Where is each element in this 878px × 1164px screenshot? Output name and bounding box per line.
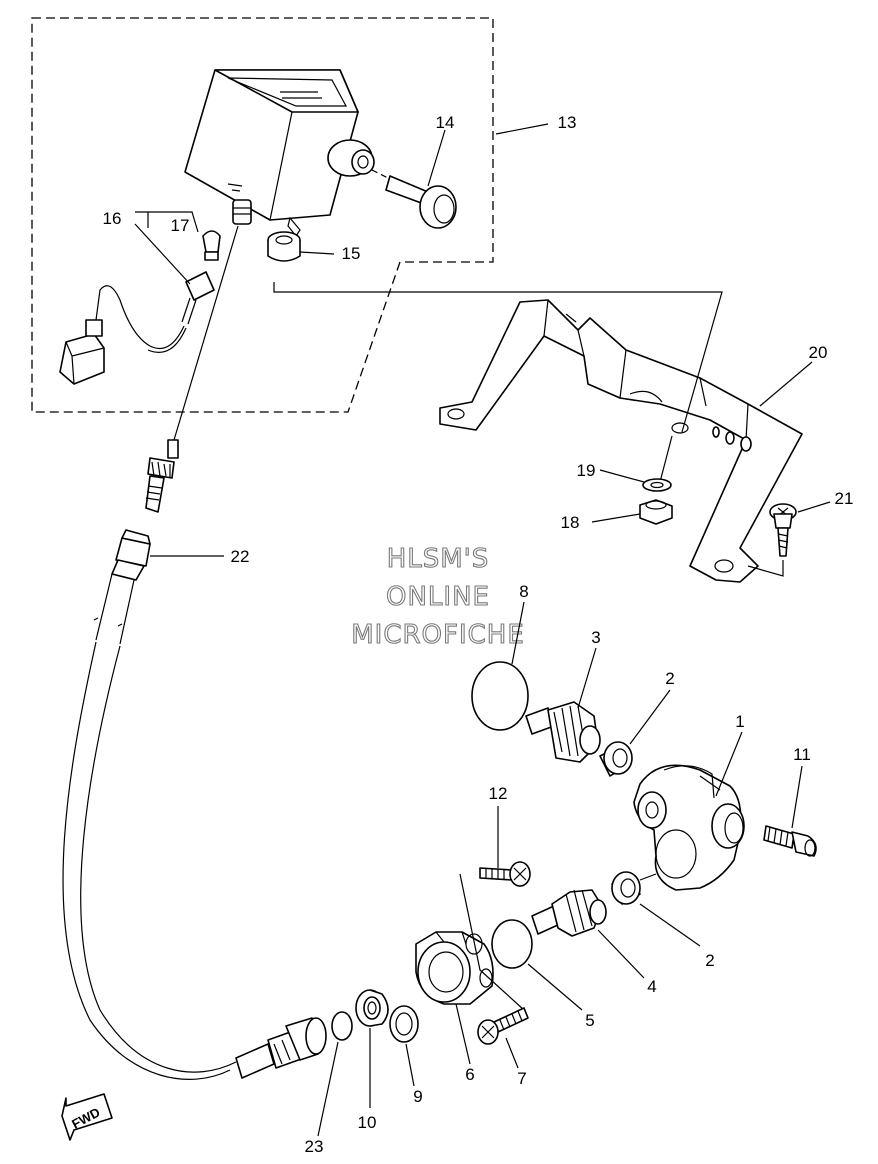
- cover-screw-upper: [479, 861, 531, 887]
- meter-lead-harness: [59, 271, 215, 385]
- callout-1: 1: [735, 712, 744, 731]
- callout-10: 10: [358, 1113, 377, 1132]
- callout-12: 12: [489, 784, 508, 803]
- drive-gear: [531, 889, 607, 937]
- reset-knob: [371, 169, 457, 229]
- callout-8: 8: [519, 582, 528, 601]
- callout-19: 19: [577, 461, 596, 480]
- watermark-line-3: MICROFICHE: [351, 620, 525, 650]
- o-ring-large: [471, 661, 529, 731]
- callout-numbers: 1 2 2 3 4 5 6 7 8 9 10 11 12 13 14 15 16…: [103, 113, 854, 1156]
- cable-o-ring: [331, 1011, 353, 1041]
- gear-cover: [415, 931, 494, 1005]
- callout-3: 3: [591, 628, 600, 647]
- bracket-screw: [747, 503, 797, 577]
- flange-nut: [639, 499, 673, 525]
- speedometer-cable: [62, 225, 327, 1080]
- callout-2-lower: 2: [705, 951, 714, 970]
- thrust-washer: [389, 1005, 419, 1043]
- callout-13: 13: [558, 113, 577, 132]
- leader-lines: [134, 123, 831, 1137]
- meter-bulb: [202, 230, 221, 261]
- forward-direction-arrow: FWD: [61, 1093, 113, 1141]
- meter-bracket: [439, 299, 803, 583]
- callout-5: 5: [585, 1011, 594, 1030]
- callout-15: 15: [342, 244, 361, 263]
- watermark: HLSM'S ONLINE MICROFICHE: [351, 543, 525, 650]
- callout-2-upper: 2: [665, 669, 674, 688]
- callout-21: 21: [835, 489, 854, 508]
- callout-18: 18: [561, 513, 580, 532]
- grommet: [267, 231, 301, 262]
- speedometer-meter: [184, 69, 375, 238]
- callout-4: 4: [647, 977, 656, 996]
- callout-6: 6: [465, 1065, 474, 1084]
- cover-screw-lower: [477, 1007, 529, 1045]
- callout-11: 11: [793, 745, 811, 764]
- callout-7: 7: [517, 1069, 526, 1088]
- assembly-group-outline: [31, 17, 494, 413]
- washer: [642, 478, 672, 492]
- callout-17: 17: [171, 216, 190, 235]
- watermark-line-1: HLSM'S: [387, 544, 490, 574]
- callout-16: 16: [103, 209, 122, 228]
- driven-gear: [525, 701, 601, 763]
- bushing-lower: [611, 871, 641, 905]
- oil-seal: [355, 989, 389, 1027]
- gear-housing: [633, 764, 745, 891]
- callout-22: 22: [231, 547, 250, 566]
- o-ring-small: [491, 919, 533, 969]
- housing-bolt: [763, 825, 817, 857]
- callout-20: 20: [809, 343, 828, 362]
- watermark-line-2: ONLINE: [386, 582, 490, 612]
- bushing-upper: [599, 741, 633, 777]
- callout-14: 14: [436, 113, 455, 132]
- callout-9: 9: [413, 1087, 422, 1106]
- callout-23: 23: [305, 1137, 324, 1156]
